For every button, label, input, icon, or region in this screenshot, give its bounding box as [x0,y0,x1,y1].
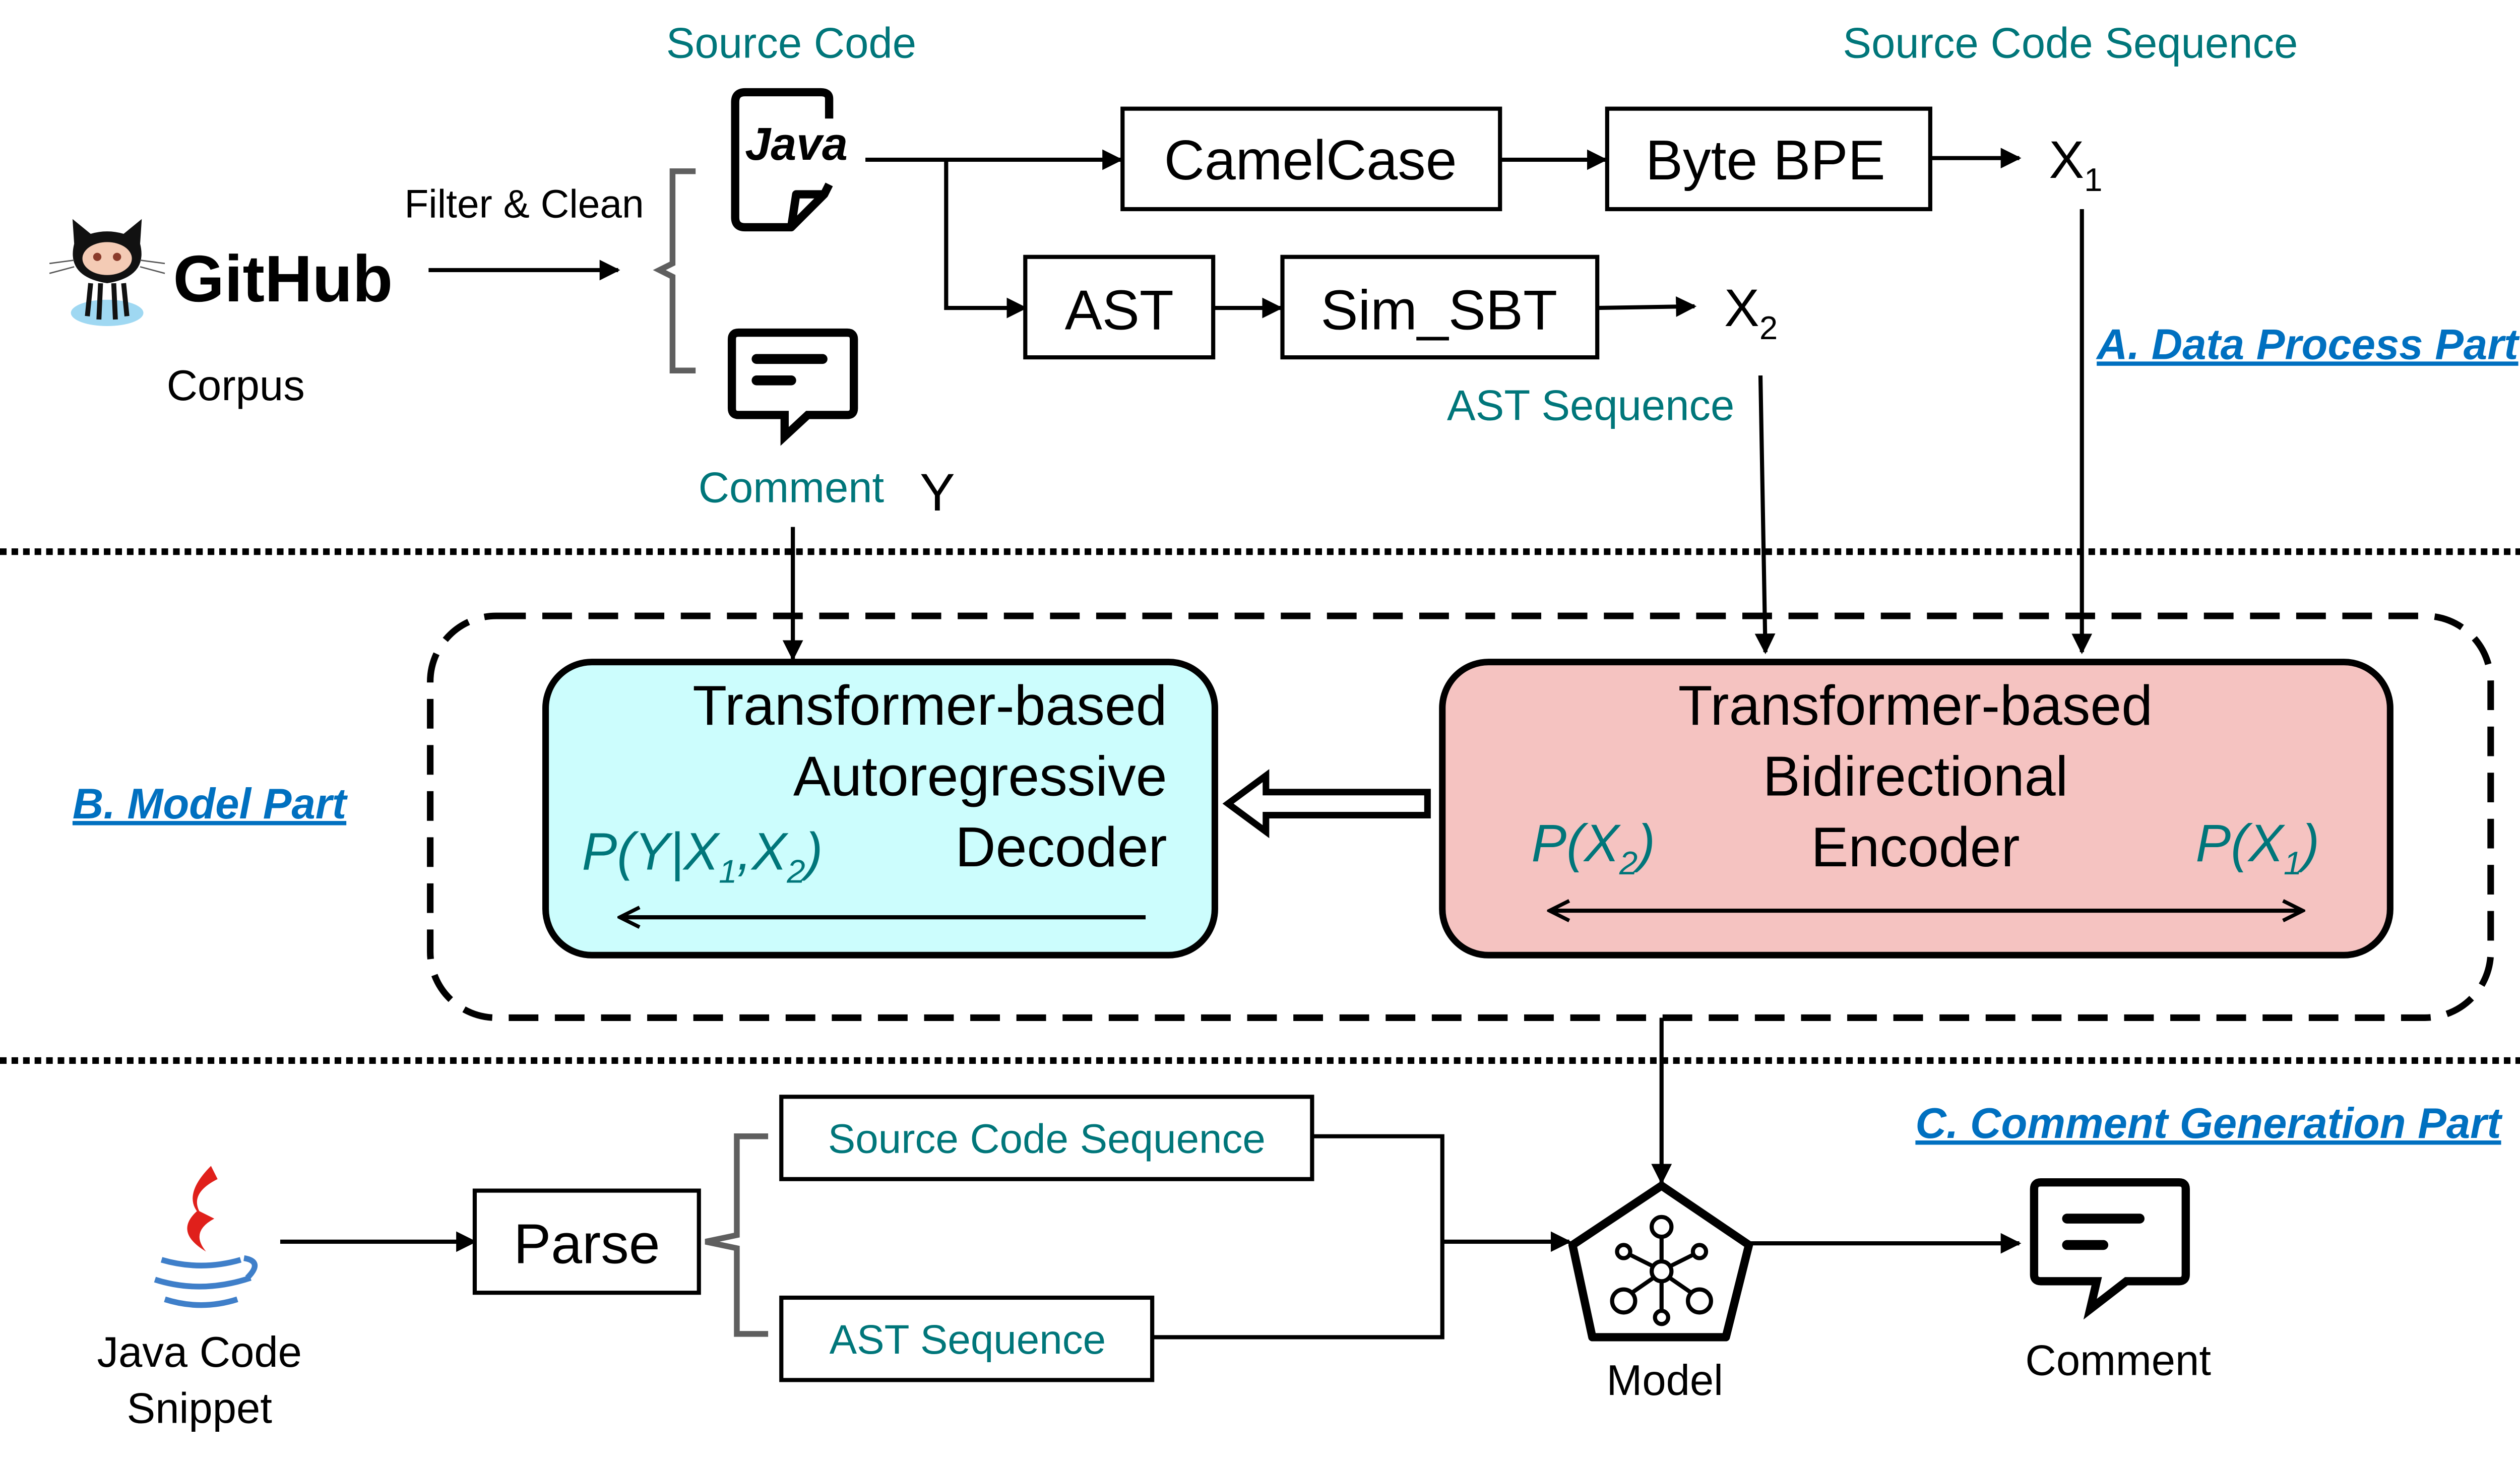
octocat-icon [49,219,165,327]
source-code-sequence-label: Source Code Sequence [1843,19,2298,67]
source-code-sequence-text: Source Code Sequence [828,1116,1266,1162]
model-label: Model [1607,1357,1724,1405]
encoder-line2: Bidirectional [1763,744,2068,807]
model-network-icon [1568,1181,1753,1342]
data-process-section-link[interactable]: A. Data Process Part [2096,321,2520,368]
filter-clean-label: Filter & Clean [404,181,644,226]
java-snippet-label-line2: Snippet [127,1384,272,1432]
decoder-line2: Autoregressive [793,744,1167,807]
comment-generation-section-link[interactable]: C. Comment Generation Part [1915,1100,2503,1148]
decoder-line3: Decoder [955,815,1167,878]
ast-sequence-label: AST Sequence [1447,381,1734,429]
ast-sequence-box [779,1295,1155,1382]
corpus-label: Corpus [167,362,305,410]
parse-box [472,1188,701,1295]
ast-sequence-text: AST Sequence [830,1317,1106,1363]
simsbt-to-x2-arrow [1597,296,1697,317]
model-section-link[interactable]: B. Model Part [73,780,348,828]
decoder-box [542,659,1218,959]
java-to-ast-arrow [944,159,1028,319]
sequence-merge-connector [1152,1134,1444,1340]
x2-to-encoder-arrow [1754,375,1776,655]
source-code-label: Source Code [666,19,916,67]
parse-brace [705,1133,769,1337]
encoder-to-decoder-hollow-arrow [1222,769,1431,839]
decoder-probability: P(Y|X1,X2) [582,822,823,889]
comment-label: Comment [699,464,885,512]
encoder-line3: Encoder [1811,815,2020,878]
encoder-probability-x1: P(X1) [2195,814,2319,881]
camelcase-label: CamelCase [1164,129,1457,192]
x1-symbol: X1 [2049,131,2102,198]
parse-label: Parse [514,1212,660,1275]
java-logo-icon [154,1166,258,1308]
encoder-box [1439,659,2393,959]
java-file-icon: Java [731,88,848,232]
sim-sbt-box [1280,254,1600,360]
byte-bpe-label: Byte BPE [1646,129,1885,192]
comment-icon [727,328,858,446]
split-brace [653,168,696,373]
ast-label: AST [1065,279,1174,342]
sim-sbt-label: Sim_SBT [1320,279,1557,342]
output-comment-icon [2030,1178,2190,1320]
output-comment-label: Comment [2025,1337,2211,1385]
decoder-line1: Transformer-based [692,674,1167,737]
x2-symbol: X2 [1724,279,1778,346]
model-container [427,612,2494,1021]
comment-symbol-y: Y [920,463,955,522]
camelcase-box [1120,106,1502,212]
encoder-line1: Transformer-based [1678,674,2153,737]
java-icon-text: Java [745,118,848,170]
java-snippet-label-line1: Java Code [97,1328,302,1376]
github-logo: GitHub [49,219,393,327]
github-wordmark: GitHub [173,242,393,315]
